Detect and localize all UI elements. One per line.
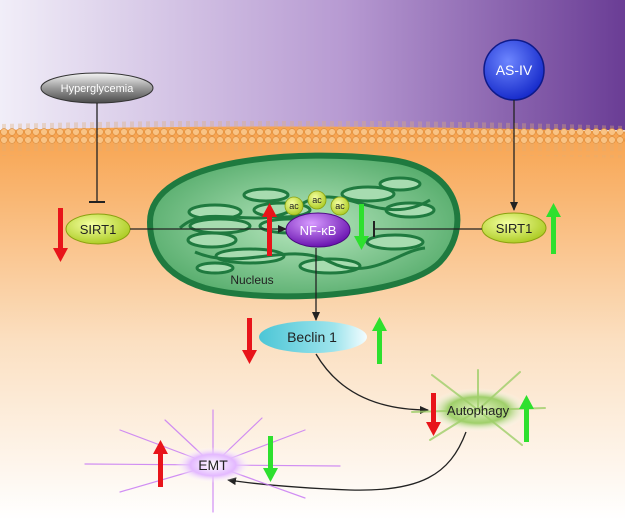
emt-label: EMT: [198, 457, 228, 473]
nfkb-label: NF-κB: [300, 223, 337, 238]
autophagy-node: [411, 369, 546, 446]
arrow-up-icon: [262, 203, 277, 256]
arrow-up-icon: [372, 317, 387, 364]
acetyl-group-1: [284, 196, 304, 216]
arrow-down-icon: [263, 436, 278, 482]
acetyl-group-2: [307, 190, 327, 210]
acetyl-groups: ac ac ac: [284, 190, 350, 216]
autophagy-label: Autophagy: [447, 403, 510, 418]
emt-node: [84, 409, 341, 513]
sirt1-right-label: SIRT1: [496, 221, 533, 236]
acetyl-group-3: [330, 196, 350, 216]
beclin-label: Beclin 1: [287, 329, 337, 345]
autophagy-to-emt-arrow: [227, 431, 467, 491]
nucleus-label: Nucleus: [230, 273, 273, 287]
asiv-label: AS-IV: [496, 62, 533, 78]
beclin-node: [259, 321, 367, 353]
arrow-down-icon: [53, 208, 68, 262]
nfkb-node: [285, 212, 351, 248]
arrow-up-icon: [519, 395, 534, 442]
hyperglycemia-label: Hyperglycemia: [61, 83, 135, 95]
sirt1-right-node: [481, 212, 547, 244]
arrow-up-icon: [153, 440, 168, 487]
arrow-down-icon: [242, 318, 257, 364]
arrow-down-icon: [354, 204, 369, 250]
cell-membrane: [0, 120, 625, 158]
acetyl-label-3: ac: [335, 201, 345, 211]
regulation-arrows: [53, 203, 561, 487]
arrow-up-icon: [546, 203, 561, 254]
beclin-to-autophagy-arrow: [315, 353, 429, 414]
acetyl-label-2: ac: [312, 195, 322, 205]
sirt1-left-label: SIRT1: [80, 222, 117, 237]
arrow-down-icon: [426, 393, 441, 436]
acetyl-label-1: ac: [289, 201, 299, 211]
